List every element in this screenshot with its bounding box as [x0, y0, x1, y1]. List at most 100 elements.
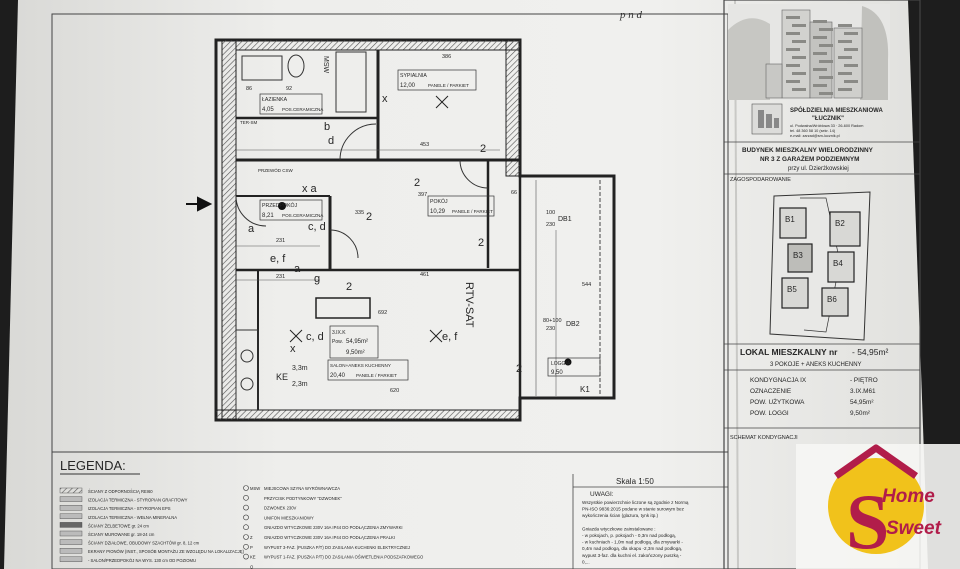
- installation-letter: x: [290, 343, 296, 355]
- legend-symbol-icon: [243, 543, 249, 550]
- site-building: [821, 287, 849, 317]
- legend-swatch: [59, 487, 83, 494]
- svg-text:POS.CERAMICZNA: POS.CERAMICZNA: [282, 213, 324, 218]
- installation-letter: g: [314, 273, 320, 285]
- dim-label: 231: [276, 274, 285, 280]
- entry-arrow-icon: [186, 196, 213, 212]
- window: [786, 64, 800, 67]
- room-label-loggia: LOGGIA 9,50: [547, 357, 601, 377]
- window: [838, 24, 852, 27]
- legend-item: ŚCIANY Z ODPORNOŚCIĄ REI60: [88, 489, 153, 494]
- svg-text:9,50: 9,50: [551, 370, 563, 376]
- dim-label: 2: [346, 281, 352, 293]
- window: [844, 64, 858, 67]
- window: [838, 88, 852, 91]
- legend-swatch: [59, 556, 83, 562]
- dim-label: 692: [378, 310, 387, 316]
- legend-swatch: [59, 522, 83, 528]
- legend-symbol: P: [250, 545, 253, 550]
- dim-label: 461: [420, 272, 429, 278]
- coop-name: SPÓŁDZIELNIA MIESZKANIOWA: [790, 106, 883, 114]
- info-value: 54,95m²: [850, 399, 873, 406]
- info-value: - PIĘTRO: [850, 377, 878, 384]
- window: [838, 72, 852, 75]
- ter-label: TER-SM: [240, 120, 258, 125]
- window: [813, 52, 827, 55]
- window: [819, 44, 833, 47]
- installation-letter: d: [328, 135, 334, 147]
- zagospodarowanie-label: ZAGOSPODAROWANIE: [730, 177, 791, 183]
- dim-label: 80+100: [543, 318, 562, 324]
- legend-swatch: [59, 530, 83, 537]
- room-label-salon: SALON+ANEKS KUCHENNY 20,40 PANELE / PARK…: [327, 359, 409, 381]
- room-label-sypialnia: SYPIALNIA 12,00 PANELE / PARKIET: [397, 69, 477, 91]
- svg-text:SYPIALNIA: SYPIALNIA: [400, 73, 427, 79]
- project-title-1: BUDYNEK MIESZKALNY WIELORODZINNY: [742, 147, 874, 154]
- height-label-2: 2,3m: [292, 381, 308, 388]
- installation-letter: x a: [302, 183, 318, 195]
- info-value: 3.IX.M61: [850, 388, 876, 395]
- dim-label: 92: [286, 86, 292, 92]
- dim-label: 397: [418, 192, 427, 198]
- legend-item: GNIAZDO WTYCZKOWE 230V 16A IP44 DO PODŁĄ…: [264, 525, 403, 530]
- site-building-label: B6: [827, 295, 837, 304]
- note-line: PN-ISO 9836:2015 podane w stanie surowym…: [582, 507, 685, 512]
- svg-text:Pow.: Pow.: [332, 339, 343, 345]
- svg-text:PANELE / PARKIET: PANELE / PARKIET: [356, 373, 397, 378]
- dim-label: 2: [516, 363, 522, 375]
- installation-letter: e, f: [270, 253, 286, 265]
- window: [786, 16, 800, 19]
- svg-text:SALON+ANEKS KUCHENNY: SALON+ANEKS KUCHENNY: [330, 363, 391, 368]
- lokal-area: - 54,95m²: [852, 347, 889, 357]
- svg-text:10,29: 10,29: [430, 209, 446, 215]
- lokal-label: LOKAL MIESZKALNY nr: [740, 347, 838, 357]
- lokal-sub: 3 POKOJE + ANEKS KUCHENNY: [770, 362, 862, 368]
- legend-symbol-icon: [243, 504, 249, 511]
- window: [786, 80, 800, 83]
- installation-letter: c, d: [308, 221, 326, 233]
- svg-text:54,95m²: 54,95m²: [346, 339, 368, 345]
- svg-text:ŁAZIENKA: ŁAZIENKA: [262, 97, 288, 103]
- site-building-label: B4: [833, 259, 843, 268]
- dim-label: 2: [480, 143, 486, 155]
- window: [819, 92, 833, 95]
- notes-title: UWAGI:: [590, 491, 614, 498]
- dim-label: 335: [355, 210, 364, 216]
- dim-label: 2: [478, 237, 484, 249]
- window: [792, 88, 806, 91]
- legend-item: ŚCIANY ŻELBETOWE gr. 24 cm: [88, 523, 149, 528]
- legend-item: MIEJSCOWA SZYNA WYRÓWNAWCZA: [264, 486, 340, 491]
- svg-text:4,05: 4,05: [262, 107, 274, 113]
- dim-label: 100: [546, 210, 555, 216]
- project-title-3: przy ul. Dzierżkowskiej: [788, 166, 849, 172]
- dim-label: 2: [414, 177, 420, 189]
- site-building-label: B2: [835, 219, 845, 228]
- site-building: [781, 277, 809, 309]
- dim-label: 66: [511, 190, 517, 196]
- window: [844, 48, 858, 51]
- svg-text:20,40: 20,40: [330, 373, 346, 379]
- msw-label: MSW: [322, 56, 329, 74]
- site-building-label: B5: [787, 285, 797, 294]
- legend-item: ŚCIANY DZIAŁOWE, OBUDOWY SZACHTÓW gr. 8,…: [88, 541, 200, 546]
- rtv-sat-label: RTV-SAT: [463, 282, 475, 328]
- svg-text:POKÓJ: POKÓJ: [430, 198, 448, 205]
- legend-item: UNIFON MIESZKANIOWY: [264, 515, 314, 520]
- window: [792, 40, 806, 43]
- legend-symbol-icon: [243, 494, 249, 501]
- room-label-przedpokoj: PRZEDPOKÓJ 8,21 POS.CERAMICZNA: [259, 199, 324, 221]
- legend-symbol: MSW: [250, 486, 260, 491]
- dim-label: 231: [276, 238, 285, 244]
- legend-item: IZOLACJA TERMICZNA - STYROPIAN EPS: [88, 506, 171, 511]
- legend-item: DZWONEK 230V: [264, 506, 297, 511]
- home-sweet-logo: S Home Sweet: [796, 444, 960, 569]
- legend-item: ŚCIANY MUROWANE gr. 18-24 cm: [88, 532, 155, 537]
- window: [792, 24, 806, 27]
- info-label: KONDYGNACJA IX: [750, 377, 807, 384]
- svg-text:3.IX.K: 3.IX.K: [332, 330, 346, 336]
- installation-letter: b: [324, 121, 330, 133]
- db1-label: DB1: [558, 216, 572, 223]
